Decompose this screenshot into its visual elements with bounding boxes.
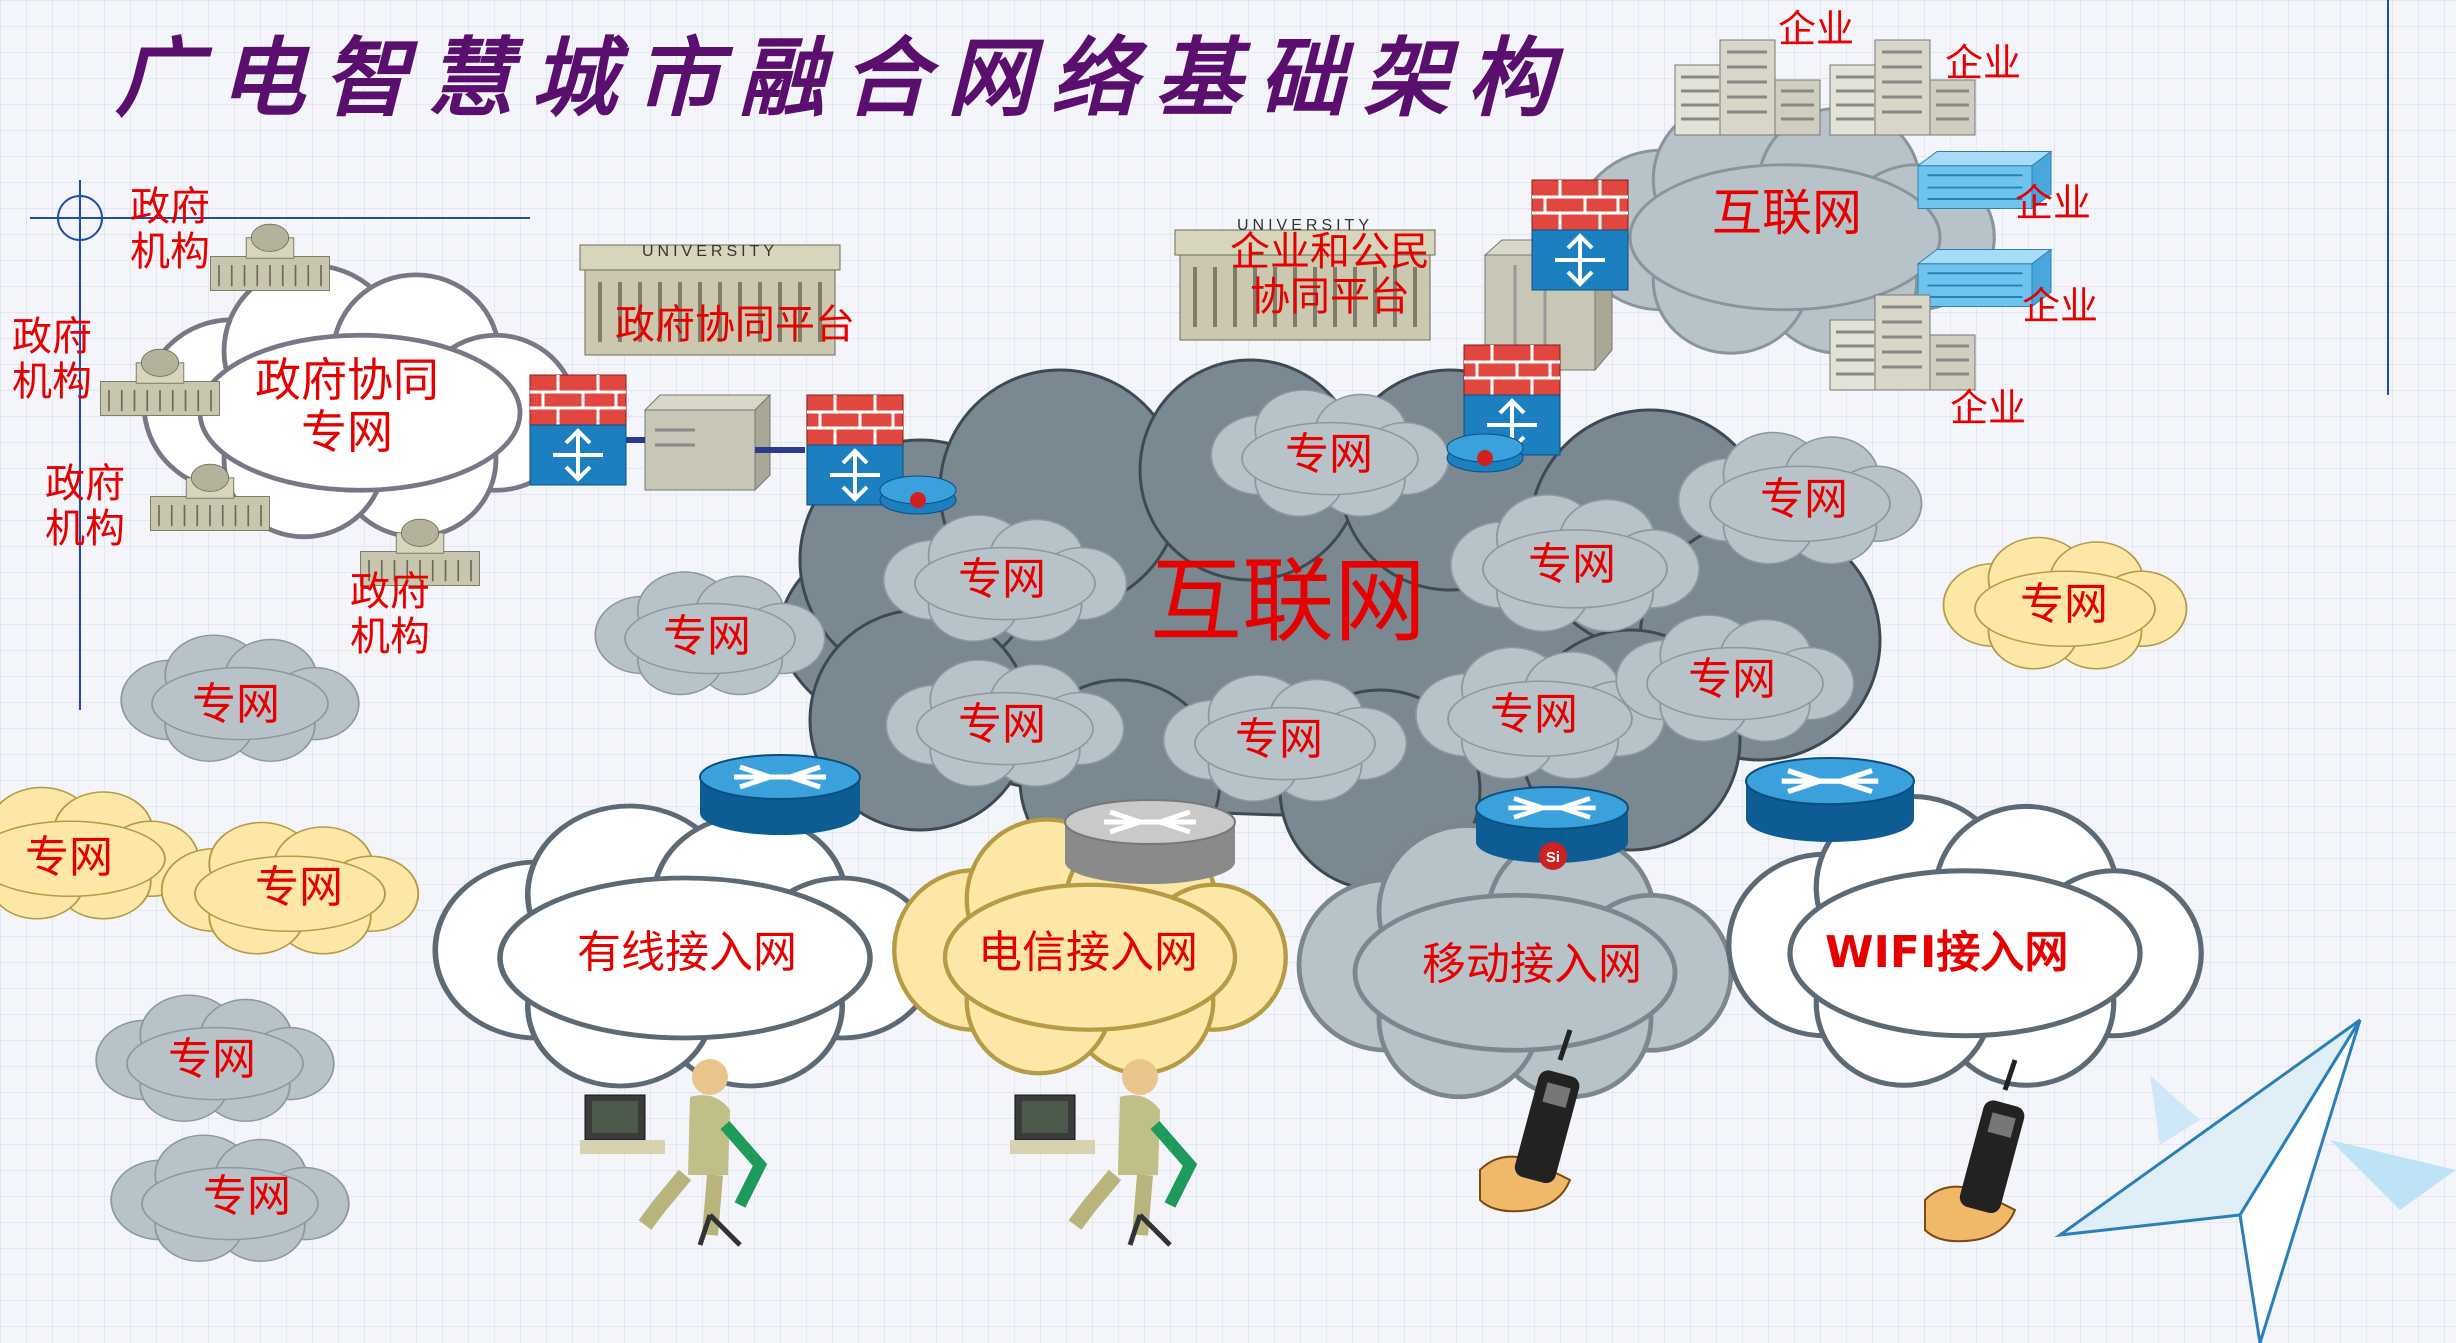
private-net-label: 专网 xyxy=(255,862,343,913)
enterprise-label: 企业 xyxy=(2022,284,2099,328)
private-net-label: 专网 xyxy=(192,679,280,730)
page-title: 广电智慧城市融合网络基础架构 xyxy=(115,28,1571,129)
private-net-label: 专网 xyxy=(1235,714,1323,765)
svg-text:Si: Si xyxy=(1546,849,1560,866)
private-net-label: 专网 xyxy=(1490,689,1578,740)
server-icon xyxy=(643,393,772,492)
university-sign: UNIVERSITY xyxy=(642,243,778,260)
router-icon xyxy=(1746,758,1914,842)
firewall-icon xyxy=(528,373,628,487)
wired-access-label: 有线接入网 xyxy=(577,927,797,978)
private-net-label: 专网 xyxy=(1688,654,1776,705)
university-sign: UNIVERSITY xyxy=(1237,217,1373,234)
main-internet-label: 互联网 xyxy=(1150,548,1427,655)
enterprise-label: 企业 xyxy=(1778,7,1855,51)
ent-platform-label: 企业和公民协同平台 xyxy=(1230,229,1430,320)
gov-label: 政府机构 xyxy=(12,314,92,405)
enterprise-label: 企业 xyxy=(2015,181,2092,225)
private-net-label: 专网 xyxy=(203,1171,291,1222)
router-gray-icon xyxy=(1064,799,1236,884)
si-switch-icon xyxy=(1446,433,1524,473)
firewall-icon xyxy=(1530,178,1630,292)
gov-label: 政府机构 xyxy=(45,461,125,552)
private-net-label: 专网 xyxy=(958,699,1046,750)
private-net-label: 专网 xyxy=(2020,579,2108,630)
private-net-label: 专网 xyxy=(663,611,751,662)
mobile-access-label: 移动接入网 xyxy=(1422,939,1642,990)
telecom-access-label: 电信接入网 xyxy=(978,927,1198,978)
gov-label: 政府机构 xyxy=(130,184,210,275)
wifi-access-label: WIFI接入网 xyxy=(1825,927,2069,978)
gov-collab-net-label: 政府协同专网 xyxy=(255,353,439,459)
decor-circle xyxy=(57,195,103,241)
private-net-label: 专网 xyxy=(1528,539,1616,590)
gov-label: 政府机构 xyxy=(350,569,430,660)
private-net-label: 专网 xyxy=(958,554,1046,605)
si-switch-icon xyxy=(879,475,957,515)
si-badge-icon: Si xyxy=(1539,842,1567,870)
enterprise-internet-label: 互联网 xyxy=(1712,184,1862,242)
private-net-label: 专网 xyxy=(1285,429,1373,480)
private-net-label: 专网 xyxy=(168,1034,256,1085)
enterprise-label: 企业 xyxy=(1950,386,2027,430)
enterprise-label: 企业 xyxy=(1945,41,2022,85)
private-net-label: 专网 xyxy=(25,832,113,883)
paper-plane-icon xyxy=(2054,1018,2456,1343)
router-icon xyxy=(700,755,860,835)
gov-platform-label: 政府协同平台 xyxy=(615,302,855,348)
private-net-label: 专网 xyxy=(1760,474,1848,525)
